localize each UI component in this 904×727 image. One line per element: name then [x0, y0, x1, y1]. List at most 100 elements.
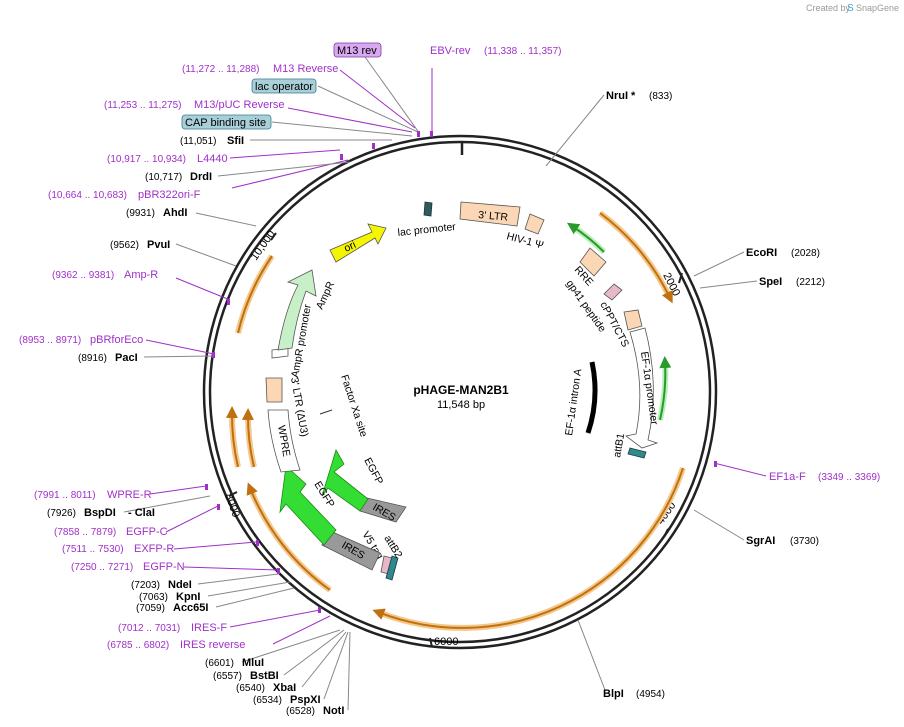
green-arc-1 — [566, 222, 605, 253]
tick-8000: 8000 — [222, 492, 242, 519]
enzyme-ecori-name: EcoRI — [746, 247, 777, 259]
primer-wpre-r-name: WPRE-R — [107, 489, 152, 501]
enzyme-xbai-coord: (6540) — [236, 683, 265, 694]
enzyme-pvui-coord: (9562) — [110, 240, 139, 251]
orf-arc-4 — [225, 406, 239, 468]
primer-amp-r-name: Amp-R — [124, 269, 158, 281]
tick-mark-2000 — [678, 272, 683, 284]
lac-operator-tag — [251, 78, 317, 94]
egfp-label-1: EGFP — [361, 456, 385, 487]
wpre-label: WPRE — [275, 424, 292, 457]
enzyme-acc65i-coord: (7059) — [136, 603, 165, 614]
enzyme-drdi-name: DrdI — [190, 171, 212, 183]
tick-6000: 6000 — [434, 636, 458, 648]
primer-ef1a-f-name: EF1a-F — [769, 471, 806, 483]
three-ltr-block — [459, 201, 521, 227]
factor-xa-mark — [319, 409, 333, 415]
enzyme-kpni-name: KpnI — [176, 591, 200, 603]
egfp-arrow-1 — [321, 448, 369, 512]
backbone-outer-ring — [202, 134, 718, 650]
plasmid-name: pHAGE-MAN2B1 — [413, 383, 509, 397]
enzyme-spei-name: SpeI — [759, 276, 782, 288]
orf-arc-2 — [372, 467, 684, 629]
primer-egfp-c-coords: (7858 .. 7879) — [54, 527, 116, 538]
enzyme-pvui-name: PvuI — [147, 239, 170, 251]
primer-m13-reverse-name: M13 Reverse — [273, 63, 338, 75]
enzyme-ecori-coord: (2028) — [791, 248, 820, 259]
factor-xa-label: Factor Xa site — [338, 373, 369, 438]
lac-promoter-block — [423, 201, 433, 217]
three-ltr-du3-label: 3' LTR (ΔU3) — [288, 376, 310, 437]
orf-arc-3 — [246, 482, 331, 591]
primer-ebv-rev-coords: (11,338 .. 11,357) — [484, 46, 561, 57]
ampr-arrow — [277, 269, 317, 351]
enzyme-acc65i-name: Acc65I — [173, 602, 208, 614]
primer-wpre-r-coords: (7991 .. 8011) — [34, 490, 96, 501]
orf-arc-6 — [237, 255, 273, 334]
enzyme-mlui-name: MluI — [242, 657, 264, 669]
enzyme-ahdi-name: AhdI — [163, 207, 187, 219]
ampr-label: AmpR — [314, 279, 337, 311]
enzyme-nrui-coord: (833) — [649, 91, 672, 102]
m13-rev-tag — [333, 42, 382, 58]
orf-arc-1 — [599, 212, 673, 304]
plasmid-size: 11,548 bp — [437, 399, 485, 411]
orf-arc-5 — [241, 408, 255, 468]
enzyme-bspdi-name: BspDI — [84, 507, 116, 519]
enzyme-ndei-name: NdeI — [168, 579, 192, 591]
primer-ef1a-f-coords: (3349 .. 3369) — [818, 472, 880, 483]
tick-mark-6000 — [429, 637, 433, 648]
rre-block — [579, 247, 607, 277]
primer-ires-f-name: IRES-F — [191, 622, 227, 634]
gp41-block — [603, 283, 623, 301]
attb2-block — [385, 555, 399, 581]
three-ltr-label: 3' LTR — [478, 209, 509, 224]
primer-m13-reverse-coords: (11,272 .. 11,288) — [182, 64, 259, 75]
primer-ring-markers — [205, 131, 717, 613]
primer-m13-puc-name: M13/pUC Reverse — [194, 99, 284, 111]
hiv-psi-label: HIV-1 Ψ — [505, 230, 545, 251]
hiv-psi-block — [524, 213, 545, 235]
primer-ires-reverse-coords: (6785 .. 6802) — [107, 640, 169, 651]
primer-exfp-r-coords: (7511 .. 7530) — [62, 544, 124, 555]
enzyme-sfii-coord: (11,051) — [180, 136, 217, 147]
orf-arc-1-glow — [598, 210, 673, 300]
primer-ires-f-coords: (7012 .. 7031) — [118, 623, 180, 634]
primer-leader-lines — [145, 68, 767, 645]
primer-pbr322ori-coords: (10,664 .. 10,683) — [48, 190, 127, 201]
lac-promoter-label: lac promoter — [397, 221, 457, 239]
primer-ires-reverse-name: IRES reverse — [180, 639, 245, 651]
enzyme-ndei-coord: (7203) — [131, 580, 160, 591]
enzyme-spei-coord: (2212) — [796, 277, 825, 288]
primer-l4440-name: L4440 — [197, 153, 228, 165]
ef1a-promoter-arrow — [625, 327, 659, 449]
primer-pbrforeco-coords: (8953 .. 8971) — [19, 335, 81, 346]
primer-pbrforeco-name: pBRforEco — [90, 334, 143, 346]
enzyme-bstbi-name: BstBI — [250, 670, 279, 682]
primer-ebv-rev-name: EBV-rev — [430, 45, 471, 57]
credit-prefix: Created by — [806, 3, 851, 13]
enzyme-pspxi-name: PspXI — [290, 694, 321, 706]
backbone-inner-ring — [208, 140, 712, 644]
primer-egfp-n-coords: (7250 .. 7271) — [71, 562, 133, 573]
primer-pbr322ori-name: pBR322ori-F — [138, 189, 201, 201]
primer-l4440-coords: (10,917 .. 10,934) — [107, 154, 186, 165]
enzyme-nrui-name: NruI * — [606, 90, 636, 102]
attb1-block — [627, 447, 647, 459]
egfp-arrow-2 — [279, 465, 337, 546]
enzyme-sgrai-name: SgrAI — [746, 535, 775, 547]
enzyme-sfii-name: SfiI — [227, 135, 244, 147]
enzyme-bstbi-coord: (6557) — [213, 671, 242, 682]
lac-operator-tag-label: lac operator — [255, 81, 313, 93]
primer-m13-puc-coords: (11,253 .. 11,275) — [104, 100, 181, 111]
enzyme-clai-name: - ClaI — [128, 507, 155, 519]
ori-label: ori — [342, 239, 358, 255]
primer-egfp-c-name: EGFP-C — [126, 526, 168, 538]
tick-mark-10000 — [270, 232, 277, 241]
credit-brand: SnapGene — [856, 3, 899, 13]
enzyme-ahdi-coord: (9931) — [126, 208, 155, 219]
enzyme-drdi-coord: (10,717) — [145, 172, 182, 183]
enzyme-paci-name: PacI — [115, 352, 138, 364]
wpre-block — [267, 409, 301, 473]
